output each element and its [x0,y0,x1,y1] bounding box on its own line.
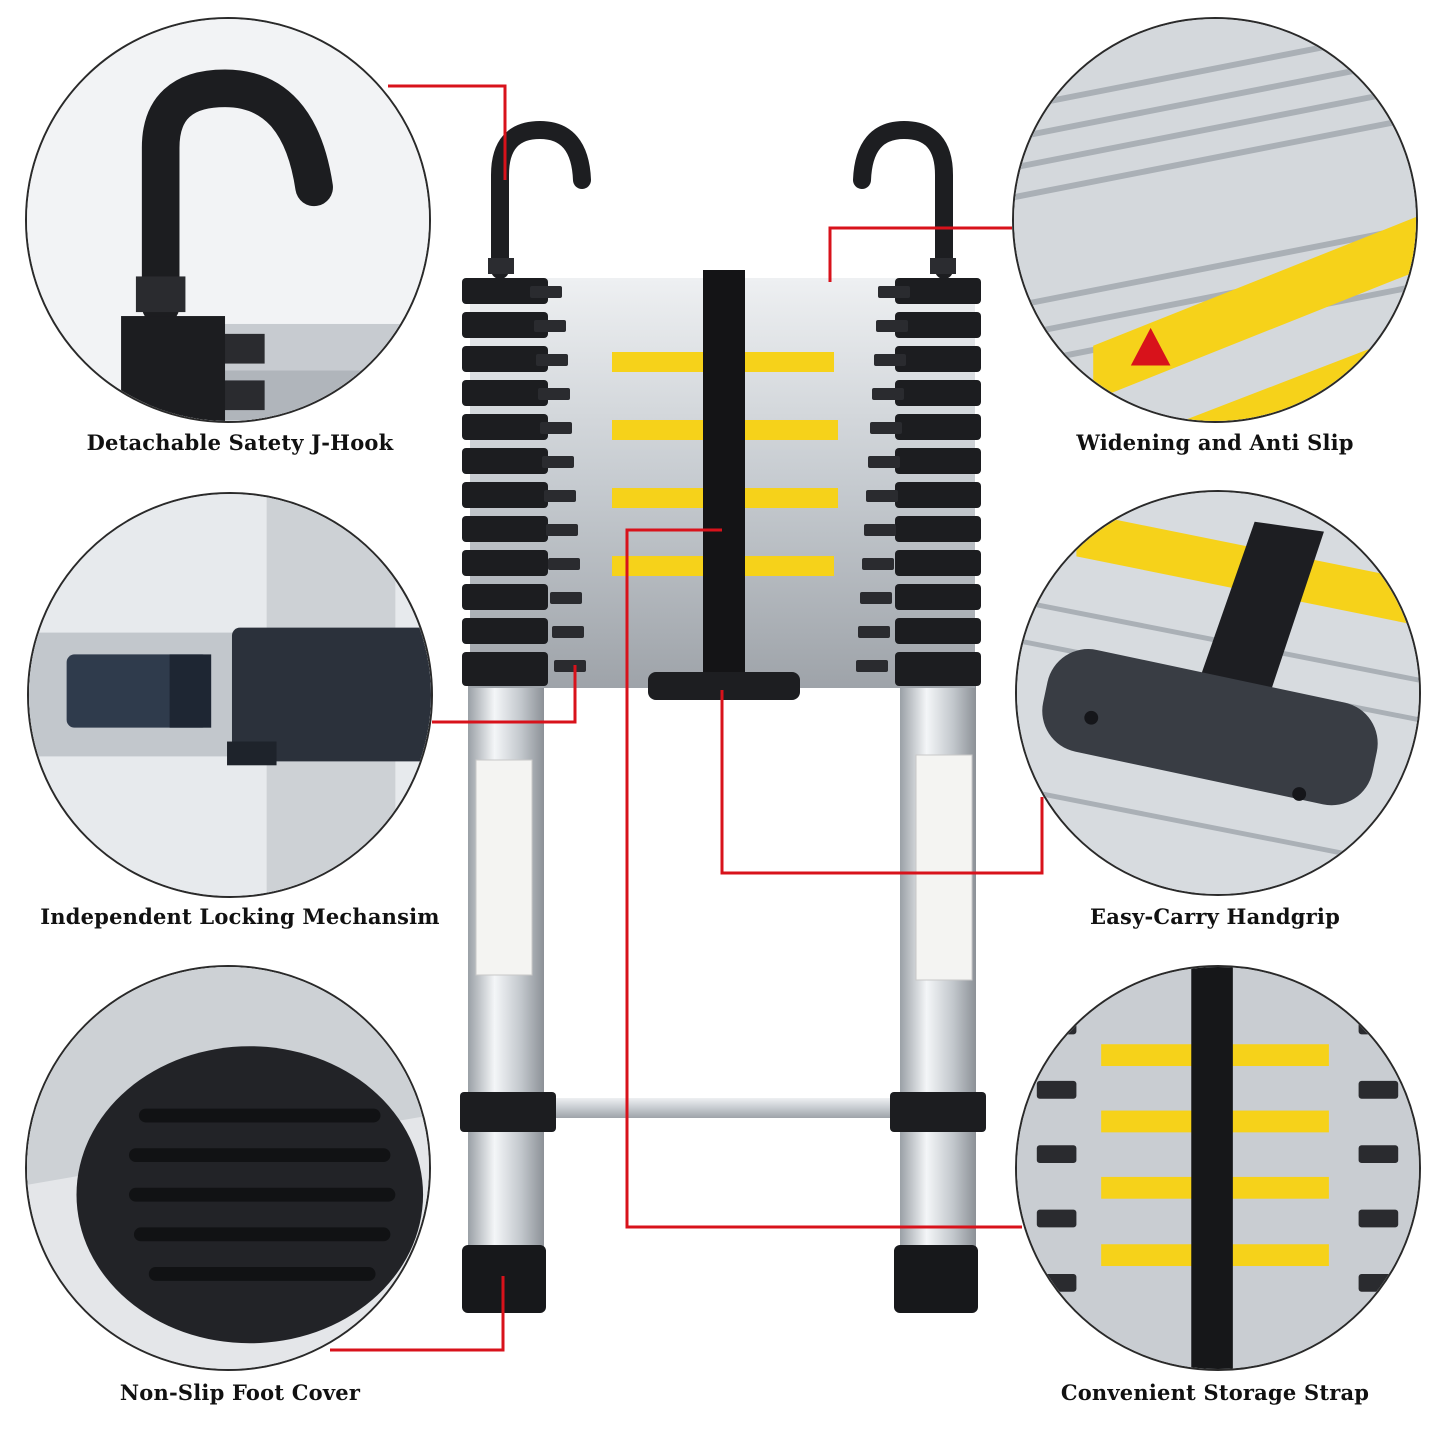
rung-stack [462,270,981,700]
detail-circle-widening [1012,17,1418,423]
rung-widening-closeup [1014,19,1416,421]
label-strap: Convenient Storage Strap [1060,1380,1370,1405]
label-locking: Independent Locking Mechansim [40,904,440,929]
handgrip [648,672,800,700]
foot-cover-closeup [27,967,429,1369]
label-widening: Widening and Anti Slip [1076,430,1354,455]
detail-circle-strap [1015,965,1421,1371]
label-j-hook: Detachable Satety J-Hook [86,430,394,455]
detail-circle-locking [27,492,433,898]
label-foot: Non-Slip Foot Cover [119,1380,361,1405]
detail-circle-j-hook [25,17,431,423]
j-hook-closeup [27,19,429,421]
foot-cover-right [894,1245,978,1313]
label-handgrip: Easy-Carry Handgrip [1090,904,1340,929]
storage-strap-closeup [1017,967,1419,1369]
storage-strap [703,270,745,678]
locking-mechanism-closeup [29,494,431,896]
handgrip-closeup [1017,492,1419,894]
detail-circle-foot [25,965,431,1371]
detail-circle-handgrip [1015,490,1421,896]
